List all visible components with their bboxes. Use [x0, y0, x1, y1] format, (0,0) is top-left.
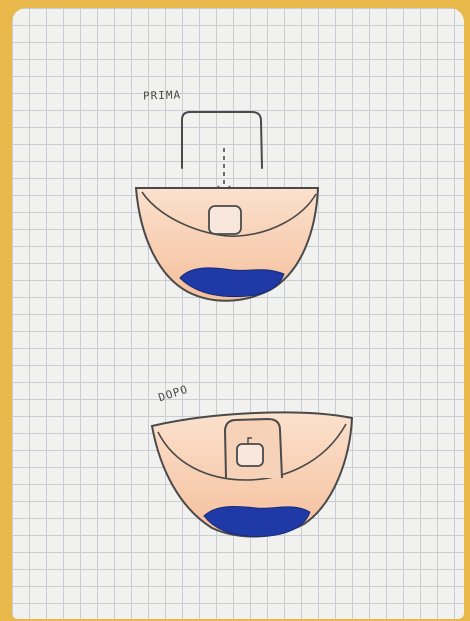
label-prima: PRIMA [143, 88, 182, 102]
prima-scene [136, 112, 318, 301]
graph-paper-sheet: PRIMA DOPO [12, 8, 464, 619]
prima-hanging-box [182, 112, 262, 168]
dopo-small-square [237, 444, 263, 466]
dopo-scene [152, 412, 352, 536]
prima-small-square [209, 206, 241, 234]
pencil-sketch [12, 8, 464, 619]
